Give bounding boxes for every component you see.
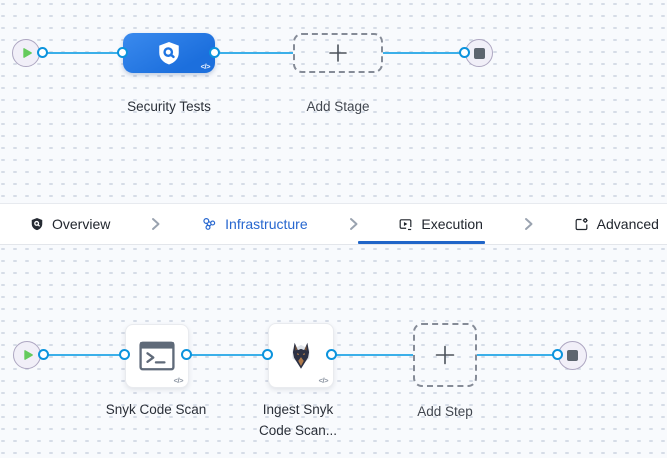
stage-connector [383, 52, 465, 54]
pipeline-start-node [12, 39, 40, 67]
code-badge: </> [200, 62, 211, 71]
step-node-snyk-code-scan[interactable]: </> [125, 324, 189, 388]
stage-graph-canvas[interactable]: </> Security Tests Add Stage [0, 0, 667, 203]
port-out [326, 349, 337, 360]
tab-overview[interactable]: Overview [30, 204, 110, 244]
port-in [117, 47, 128, 58]
stop-icon [473, 47, 485, 59]
step-label: Snyk Code Scan [105, 402, 207, 417]
step-graph-canvas[interactable]: </> </> [0, 245, 667, 458]
tab-infrastructure[interactable]: Infrastructure [201, 204, 308, 244]
step-connector [477, 354, 558, 356]
code-badge: </> [173, 376, 184, 385]
step-connector [332, 354, 413, 356]
stage-label: Security Tests [127, 99, 211, 114]
tab-label: Execution [421, 216, 483, 232]
step-node-ingest-snyk[interactable]: </> [268, 323, 334, 388]
chevron-right-icon [348, 217, 359, 231]
tab-label: Infrastructure [225, 216, 308, 232]
port-out [209, 47, 220, 58]
port-in [552, 349, 563, 360]
add-stage-label: Add Stage [306, 99, 370, 114]
snyk-doberman-icon [284, 339, 318, 373]
chevron-right-icon [150, 217, 161, 231]
advanced-icon [574, 217, 589, 232]
port-out [38, 349, 49, 360]
port-in [262, 349, 273, 360]
stage-connector [43, 52, 123, 54]
port-in [119, 349, 130, 360]
play-icon [21, 47, 33, 59]
plus-icon [433, 343, 457, 367]
plus-icon [327, 42, 349, 64]
port-in [459, 47, 470, 58]
tab-advanced[interactable]: Advanced [574, 204, 659, 244]
step-label: Ingest Snyk Code Scan... [258, 402, 338, 438]
add-stage-button[interactable] [293, 33, 383, 73]
tab-label: Overview [52, 216, 111, 232]
tab-execution[interactable]: Execution [358, 204, 486, 244]
infrastructure-icon [201, 216, 217, 232]
port-out [181, 349, 192, 360]
code-badge: </> [318, 376, 329, 385]
stop-icon [567, 350, 578, 361]
add-step-button[interactable] [413, 323, 477, 387]
step-connector [187, 354, 268, 356]
step-connector [44, 354, 125, 356]
add-step-label: Add Step [417, 404, 473, 419]
tab-label: Advanced [596, 216, 659, 232]
security-shield-icon [156, 40, 182, 66]
stage-start-node [13, 341, 41, 369]
stage-config-tabbar: Overview Infrastructure [0, 203, 667, 245]
stage-node-security-tests[interactable]: </> [123, 33, 215, 73]
port-out [37, 47, 48, 58]
play-icon [22, 349, 34, 361]
shield-overview-icon [30, 217, 44, 231]
stage-connector [215, 52, 293, 54]
terminal-icon [139, 341, 175, 371]
execution-icon [398, 217, 413, 232]
chevron-right-icon [523, 217, 534, 231]
